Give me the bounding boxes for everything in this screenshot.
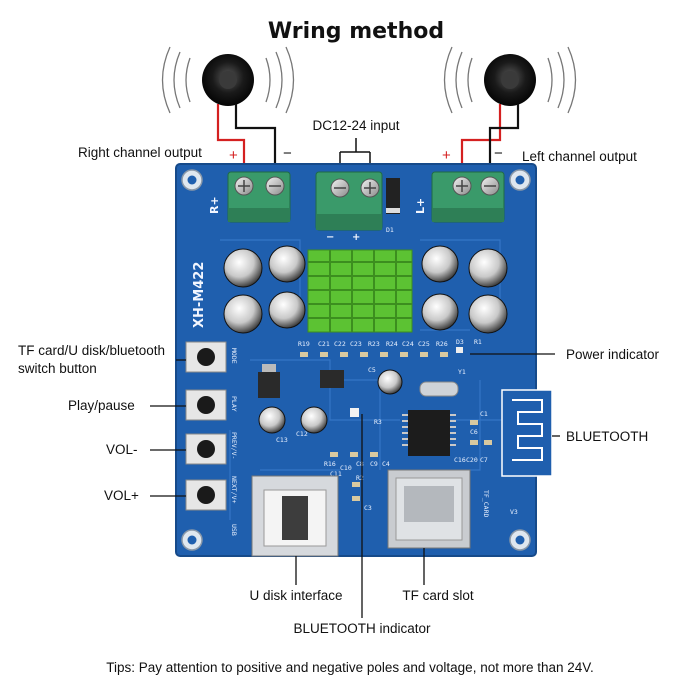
bluetooth-indicator-label: BLUETOOTH indicator (293, 621, 431, 636)
svg-text:R19: R19 (298, 340, 310, 348)
smd-components (258, 347, 492, 501)
svg-text:R26: R26 (436, 340, 448, 348)
svg-text:C6: C6 (470, 428, 478, 436)
mode-button[interactable] (185, 341, 227, 373)
switch-button-label-line2: switch button (18, 361, 97, 376)
dc-minus-mark: − (326, 232, 334, 243)
left-minus-mark: − (494, 145, 503, 162)
svg-text:C1: C1 (480, 410, 488, 418)
dc-terminal-block (315, 171, 400, 231)
u-disk-label: U disk interface (249, 588, 342, 603)
right-terminal-block (227, 171, 291, 223)
svg-text:R24: R24 (386, 340, 398, 348)
next-vol-up-button[interactable] (185, 479, 227, 511)
silkscreen-refs: R19 C21 C22 C23 R23 R24 C24 C25 R26 D3 R… (276, 226, 488, 512)
button-silk-marks: MODE PLAY PREV/V- NEXT/V+ USB (230, 348, 238, 536)
svg-text:C22: C22 (334, 340, 346, 348)
bluetooth-label: BLUETOOTH (566, 429, 648, 444)
svg-text:C20: C20 (466, 456, 478, 464)
right-minus-mark: − (283, 145, 292, 162)
svg-text:C25: C25 (418, 340, 430, 348)
svg-text:C10: C10 (340, 464, 352, 472)
svg-text:C11: C11 (330, 470, 342, 478)
speaker-wires (216, 104, 520, 182)
dc-plus-mark: + (352, 232, 360, 243)
diagram-title: Wring method (268, 19, 444, 44)
tactile-buttons (185, 341, 227, 511)
svg-text:C8: C8 (356, 460, 364, 468)
svg-text:C9: C9 (370, 460, 378, 468)
svg-text:C3: C3 (364, 504, 372, 512)
vol-plus-label: VOL+ (104, 488, 139, 503)
svg-text:C23: C23 (350, 340, 362, 348)
electrolytic-capacitors (223, 245, 508, 434)
svg-text:D1: D1 (386, 226, 394, 234)
vol-minus-label: VOL- (106, 442, 138, 457)
switch-button-label-line1: TF card/U disk/bluetooth (18, 343, 165, 358)
svg-text:C24: C24 (402, 340, 414, 348)
callout-lines (150, 353, 560, 618)
svg-text:C5: C5 (368, 366, 376, 374)
dc-input-label: DC12-24 input (312, 118, 399, 133)
svg-text:R23: R23 (368, 340, 380, 348)
svg-text:R16: R16 (324, 460, 336, 468)
usb-mark: USB (230, 524, 238, 536)
heatsink (307, 249, 413, 333)
svg-text:D3: D3 (456, 338, 464, 346)
svg-text:R2: R2 (356, 474, 364, 482)
play-button[interactable] (185, 389, 227, 421)
version-mark: V3 (510, 508, 518, 516)
play-pause-label: Play/pause (68, 398, 135, 413)
svg-text:R3: R3 (374, 418, 382, 426)
left-speaker-icon (443, 46, 577, 114)
right-plus-mark: + (229, 147, 238, 164)
right-channel-label: Right channel output (78, 145, 202, 160)
left-plus-mark: + (442, 147, 451, 164)
svg-text:C16: C16 (454, 456, 466, 464)
tf-card-slot[interactable] (387, 469, 471, 549)
left-channel-label: Left channel output (522, 149, 637, 164)
tip-text: Tips: Pay attention to positive and nega… (106, 660, 594, 675)
svg-text:Y1: Y1 (458, 368, 466, 376)
mode-mark: MODE (230, 348, 238, 364)
left-terminal-block (431, 171, 505, 223)
tf-card-mark: TF_CARD (482, 490, 490, 517)
svg-text:C21: C21 (318, 340, 330, 348)
svg-text:R1: R1 (474, 338, 482, 346)
svg-text:C12: C12 (296, 430, 308, 438)
prev-mark: PREV/V- (230, 432, 238, 459)
bluetooth-module (501, 389, 553, 477)
svg-text:C13: C13 (276, 436, 288, 444)
terminal-l-mark: L+ (414, 198, 427, 214)
prev-vol-down-button[interactable] (185, 433, 227, 465)
tf-slot-label: TF card slot (402, 588, 474, 603)
svg-text:C7: C7 (480, 456, 488, 464)
board-model-label: XH-M422 (192, 262, 207, 328)
usb-port[interactable] (251, 475, 339, 557)
play-mark: PLAY (230, 396, 238, 412)
terminal-r-mark: R+ (208, 196, 221, 214)
next-mark: NEXT/V+ (230, 476, 238, 503)
right-speaker-icon (161, 46, 295, 114)
svg-text:C4: C4 (382, 460, 390, 468)
power-indicator-label: Power indicator (566, 347, 660, 362)
